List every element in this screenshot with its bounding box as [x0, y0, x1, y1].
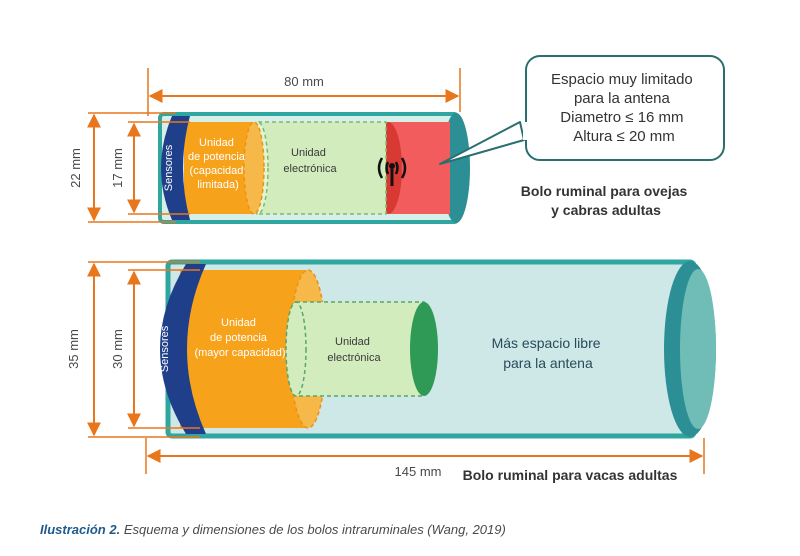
- large-power-unit-label: Unidad de potencia (mayor capacidad): [194, 317, 285, 359]
- large-bolus-title: Bolo ruminal para vacas adultas: [463, 467, 678, 483]
- large-dimensions: 35 mm 30 mm 145 mm: [66, 261, 705, 479]
- small-electronic-unit-label: Unidad electrónica: [283, 147, 337, 175]
- large-sensors-label: Sensores: [159, 325, 171, 372]
- callout-box: [525, 55, 725, 161]
- small-power-unit: [184, 122, 254, 214]
- small-length-label: 80 mm: [284, 74, 324, 89]
- small-dimensions: 80 mm 22 mm 17 mm: [68, 68, 461, 223]
- caption-label: Ilustración 2.: [40, 522, 121, 537]
- small-outer-diameter-label: 22 mm: [68, 148, 83, 188]
- small-power-unit-face: [243, 121, 265, 215]
- small-bolus: Sensores Unidad de potencia (capacidad l…: [158, 112, 470, 224]
- large-outer-diameter-label: 35 mm: [66, 329, 81, 369]
- antenna-callout: Espacio muy limitado para la antena Diam…: [439, 55, 725, 165]
- large-inner-diameter-label: 30 mm: [110, 329, 125, 369]
- small-sensors-cap: [161, 116, 190, 220]
- small-power-unit-label: Unidad de potencia (capacidad limitada): [188, 137, 248, 191]
- large-bolus: Sensores Unidad de potencia (mayor capac…: [159, 259, 716, 439]
- figure-caption: Ilustración 2. Esquema y dimensiones de …: [40, 522, 506, 537]
- free-space-label: Más espacio libre para la antena: [492, 335, 605, 371]
- small-sensors-label: Sensores: [163, 144, 175, 191]
- caption-text: Esquema y dimensiones de los bolos intra…: [120, 522, 506, 537]
- small-bolus-title: Bolo ruminal para ovejas y cabras adulta…: [521, 183, 691, 218]
- antenna-icon: [377, 157, 407, 186]
- callout-text: Espacio muy limitado para la antena Diam…: [551, 71, 697, 145]
- large-electronic-unit-label: Unidad electrónica: [327, 336, 381, 364]
- large-sensors-cap: [160, 264, 206, 434]
- large-electronic-unit-face: [410, 302, 438, 396]
- large-electronic-unit: [295, 301, 425, 397]
- large-length-label: 145 mm: [395, 464, 442, 479]
- small-inner-diameter-label: 17 mm: [110, 148, 125, 188]
